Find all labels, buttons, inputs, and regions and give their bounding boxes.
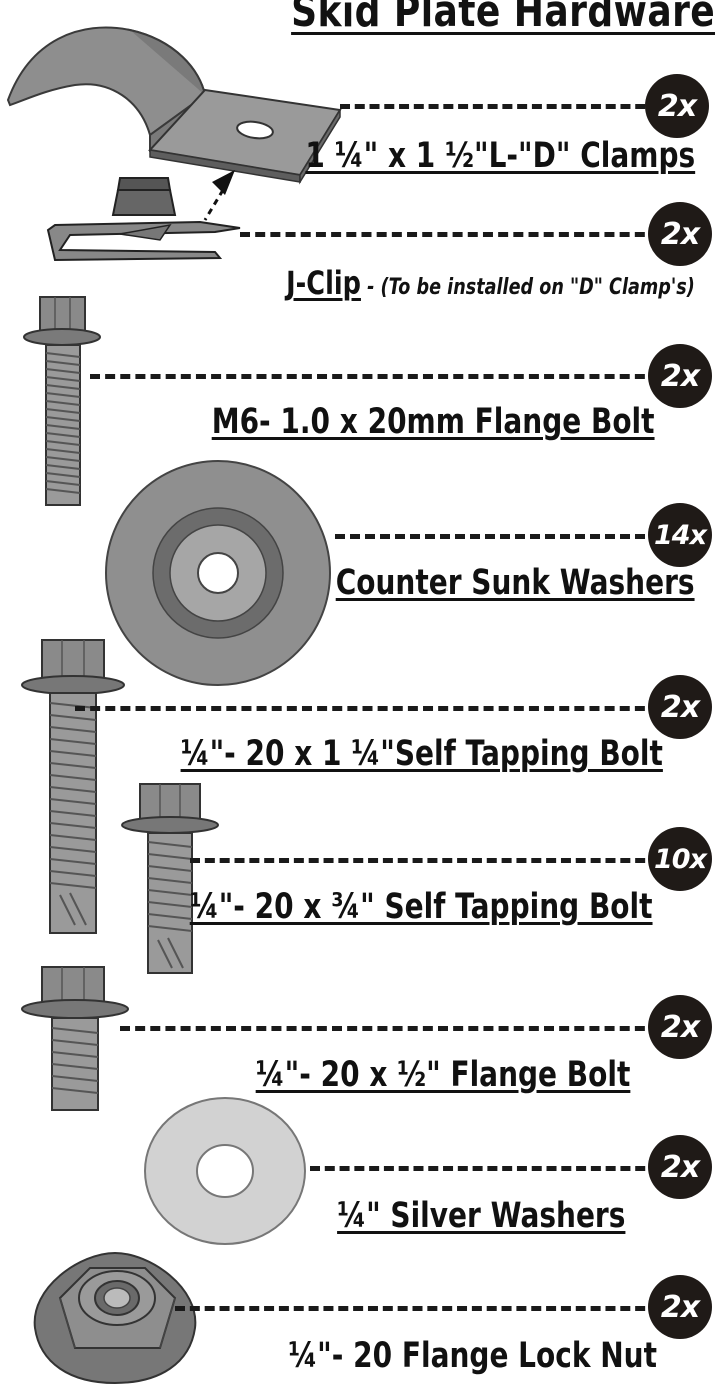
leader-line: [175, 1306, 660, 1311]
leader-line: [340, 104, 660, 109]
self-tapping-bolt-short-icon: [121, 783, 219, 974]
flange-lock-nut-icon: [33, 1251, 197, 1385]
self-tapping-bolt-icon: [21, 639, 125, 934]
leader-line: [190, 858, 660, 863]
item-label: Counter Sunk Washers: [336, 563, 695, 603]
item-label: 1 ¼" x 1 ½"L-"D" Clamps: [305, 136, 695, 176]
quantity-badge: 2x: [648, 344, 712, 408]
item-label: ¼" Silver Washers: [336, 1196, 625, 1236]
flange-bolt-short-icon: [21, 966, 129, 1111]
leader-line: [240, 232, 660, 237]
leader-line: [310, 1166, 660, 1171]
page-title: Skid Plate Hardware: [290, 0, 715, 37]
item-label: ¼"- 20 Flange Lock Nut: [288, 1336, 657, 1376]
item-label: M6- 1.0 x 20mm Flange Bolt: [212, 402, 655, 442]
quantity-badge: 2x: [648, 995, 712, 1059]
quantity-badge: 2x: [645, 74, 709, 138]
flange-bolt-icon: [23, 296, 101, 506]
item-note: - (To be installed on "D" Clamp's): [361, 275, 695, 300]
quantity-badge: 2x: [648, 1135, 712, 1199]
item-label: ¼"- 20 x 1 ¼"Self Tapping Bolt: [180, 734, 663, 774]
leader-line: [335, 534, 660, 539]
leader-line: [90, 374, 660, 379]
item-label: ¼"- 20 x ½" Flange Bolt: [255, 1055, 630, 1095]
leader-line: [120, 1026, 660, 1031]
item-label: ¼"- 20 x ¾" Self Tapping Bolt: [190, 887, 653, 927]
silver-washer-icon: [144, 1097, 306, 1245]
quantity-badge: 2x: [648, 202, 712, 266]
quantity-badge: 14x: [648, 503, 712, 567]
quantity-badge: 2x: [648, 675, 712, 739]
j-clip-icon: [46, 170, 241, 262]
countersunk-washer-icon: [105, 460, 331, 686]
leader-line: [75, 706, 660, 711]
d-clamp-icon: [6, 26, 342, 185]
quantity-badge: 10x: [648, 827, 712, 891]
item-label-jclip: J-Clip - (To be installed on "D" Clamp's…: [286, 264, 695, 302]
item-label: J-Clip: [286, 264, 362, 302]
quantity-badge: 2x: [648, 1275, 712, 1339]
